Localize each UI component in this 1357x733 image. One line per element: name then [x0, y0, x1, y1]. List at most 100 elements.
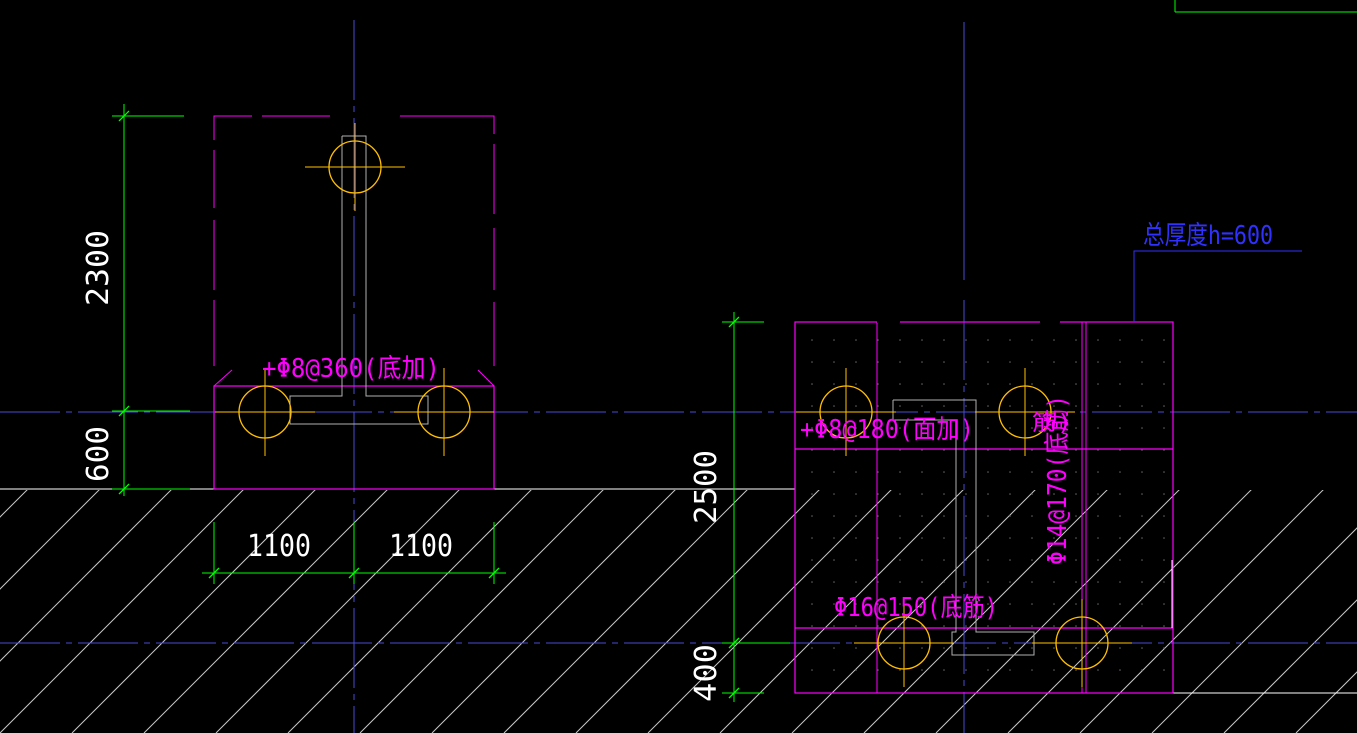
- grid-dot: [1009, 603, 1011, 605]
- grid-dot: [1075, 361, 1077, 363]
- grid-dot: [921, 449, 923, 451]
- grid-dot: [1163, 669, 1165, 671]
- dim-bottom-1100-a: 1100: [247, 529, 311, 564]
- grid-dot: [1097, 559, 1099, 561]
- grid-dot: [1053, 339, 1055, 341]
- grid-dot: [1075, 427, 1077, 429]
- grid-dot: [1009, 405, 1011, 407]
- grid-dot: [987, 537, 989, 539]
- grid-dot: [1097, 427, 1099, 429]
- grid-dot: [833, 405, 835, 407]
- left-rebar-outline: [289, 135, 429, 425]
- grid-dot: [1075, 471, 1077, 473]
- grid-dot: [987, 405, 989, 407]
- dim-tick: [208, 567, 220, 579]
- grid-dot: [877, 603, 879, 605]
- grid-dot: [1119, 625, 1121, 627]
- grid-dot: [1163, 625, 1165, 627]
- grid-dot: [1009, 449, 1011, 451]
- hatch-line: [1151, 527, 1357, 733]
- grid-dot: [811, 427, 813, 429]
- grid-dot: [811, 471, 813, 473]
- hatch-line: [1295, 671, 1357, 733]
- hatch-line: [647, 490, 892, 733]
- grid-dot: [1119, 339, 1121, 341]
- grid-dot: [1097, 669, 1099, 671]
- grid-dot: [899, 515, 901, 517]
- grid-dot: [855, 493, 857, 495]
- grid-dot: [1163, 361, 1165, 363]
- grid-dot: [1097, 339, 1099, 341]
- grid-dot: [921, 515, 923, 517]
- grid-dot: [1119, 581, 1121, 583]
- grid-dot: [1119, 647, 1121, 649]
- grid-dot: [1119, 537, 1121, 539]
- grid-dot: [921, 559, 923, 561]
- grid-dot: [943, 339, 945, 341]
- grid-dot: [987, 361, 989, 363]
- grid-dot: [921, 647, 923, 649]
- grid-dot: [1141, 603, 1143, 605]
- grid-dot: [1163, 647, 1165, 649]
- grid-dot: [1163, 603, 1165, 605]
- grid-dot: [1163, 339, 1165, 341]
- grid-dot: [1053, 493, 1055, 495]
- grid-dot: [1097, 471, 1099, 473]
- grid-dot: [1163, 493, 1165, 495]
- hatch-line: [863, 490, 1108, 733]
- grid-dot: [1009, 515, 1011, 517]
- grid-dot: [855, 669, 857, 671]
- axis-lines: [0, 20, 1357, 733]
- grid-dot: [877, 581, 879, 583]
- grid-dot: [1075, 537, 1077, 539]
- grid-dot: [1163, 471, 1165, 473]
- grid-dot: [899, 669, 901, 671]
- grid-dot: [877, 471, 879, 473]
- grid-dot: [943, 581, 945, 583]
- dim-tick: [118, 405, 130, 417]
- grid-dot: [1075, 625, 1077, 627]
- grid-dot: [965, 537, 967, 539]
- grid-dot: [1075, 515, 1077, 517]
- grid-dot: [921, 361, 923, 363]
- grid-dot: [1075, 669, 1077, 671]
- hatch-line: [215, 490, 460, 733]
- grid-dot: [1075, 603, 1077, 605]
- grid-dot: [899, 339, 901, 341]
- hatch-line: [431, 490, 676, 733]
- grid-dot: [1031, 581, 1033, 583]
- grid-dot: [1163, 537, 1165, 539]
- grid-dot: [833, 493, 835, 495]
- left-footing-section: [213, 115, 495, 490]
- grid-dot: [811, 449, 813, 451]
- grid-dot: [921, 669, 923, 671]
- grid-dot: [1031, 361, 1033, 363]
- grid-dot: [855, 427, 857, 429]
- dim-right-400: 400: [689, 644, 724, 702]
- grid-dot: [1009, 361, 1011, 363]
- grid-dot: [1031, 493, 1033, 495]
- grid-dot: [811, 669, 813, 671]
- grid-dot: [877, 427, 879, 429]
- grid-dot: [899, 471, 901, 473]
- grid-dot: [877, 339, 879, 341]
- dim-tick: [728, 687, 740, 699]
- grid-dot: [899, 647, 901, 649]
- hatch-line: [0, 490, 172, 662]
- grid-dot: [1053, 361, 1055, 363]
- dim-tick: [488, 567, 500, 579]
- grid-dot: [1119, 405, 1121, 407]
- grid-dot: [1163, 581, 1165, 583]
- grid-dot: [1053, 669, 1055, 671]
- grid-dot: [921, 625, 923, 627]
- grid-dot: [987, 449, 989, 451]
- grid-dot: [1163, 515, 1165, 517]
- grid-dot: [943, 537, 945, 539]
- grid-dot: [1141, 405, 1143, 407]
- grid-dot: [1097, 493, 1099, 495]
- grid-dot: [1009, 493, 1011, 495]
- grid-dot: [877, 669, 879, 671]
- grid-dot: [1009, 625, 1011, 627]
- grid-dot: [1031, 537, 1033, 539]
